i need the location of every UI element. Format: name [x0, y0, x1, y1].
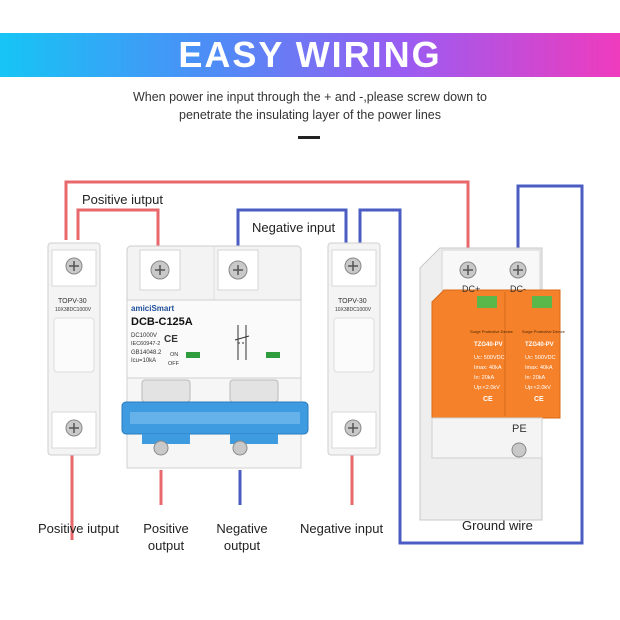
- breaker-brand-b: Smart: [151, 304, 175, 313]
- subtitle-line-1: When power ine input through the + and -…: [132, 90, 488, 104]
- positive-wire-input: [76, 208, 160, 248]
- spd-imax-right: Imax: 40kA: [525, 365, 553, 371]
- fuse-holder-right: [327, 242, 381, 456]
- spd-model-right: TZG40-PV: [525, 342, 554, 348]
- fuse-left-model: TOPV-30: [58, 298, 87, 305]
- label-ground-wire: Ground wire: [462, 518, 533, 533]
- spd-ce-right: CE: [534, 396, 544, 403]
- spd-in-right: In: 20kA: [525, 375, 546, 381]
- fuse-holder-left: [47, 242, 101, 456]
- breaker-ce-mark: CE: [164, 334, 178, 345]
- fuse-right-model: TOPV-30: [338, 298, 367, 305]
- positive-wire-main: [64, 180, 470, 252]
- spd-terminal-minus: DC-: [510, 284, 526, 294]
- spd-pe-label: PE: [512, 423, 527, 435]
- label-negative-output-line-2: output: [223, 538, 261, 553]
- subtitle-line-2: penetrate the insulating layer of the po…: [179, 108, 441, 122]
- negative-wire-input: [236, 208, 348, 248]
- breaker-spec-3: GB14048.2: [131, 350, 162, 356]
- breaker-brand: amiciSmart: [131, 304, 174, 313]
- spd-ce-left: CE: [483, 396, 493, 403]
- fuse-left-rating: 10X38DC1000V: [55, 307, 92, 313]
- label-positive-output-line-1: Positive: [143, 521, 189, 536]
- label-positive-output: Positive output: [130, 520, 202, 554]
- breaker-spec-1: DC1000V: [131, 333, 158, 339]
- negative-wires: [236, 184, 584, 545]
- label-top-positive: Positive iutput: [82, 192, 163, 207]
- breaker-on-label: ON: [170, 352, 179, 358]
- label-bottom-positive-in: Positive iutput: [38, 521, 119, 536]
- breaker-schematic: [234, 325, 250, 360]
- surge-protector: [419, 247, 561, 521]
- spd-up-left: Up:<2.0kV: [474, 385, 500, 391]
- spd-imax-left: Imax: 40kA: [474, 365, 502, 371]
- breaker-spec-2: IEC60947-2: [131, 341, 161, 347]
- fuse-right-rating: 10X38DC1000V: [335, 307, 372, 313]
- label-positive-output-line-2: output: [147, 538, 185, 553]
- spd-terminal-plus: DC+: [462, 284, 481, 294]
- spd-up-right: Up:<2.0kV: [525, 385, 551, 391]
- spd-uc-right: Uc: 500VDC: [525, 355, 556, 361]
- label-negative-output: Negative output: [206, 520, 278, 554]
- spd-header-right: Surge Protective Device: [522, 329, 565, 334]
- spd-in-left: In: 20kA: [474, 375, 495, 381]
- divider: [298, 136, 320, 139]
- page-title: EASY WIRING: [178, 34, 442, 75]
- spd-uc-left: Uc: 500VDC: [474, 355, 505, 361]
- spd-model-left: TZG40-PV: [474, 342, 503, 348]
- breaker-off-label: OFF: [168, 361, 179, 367]
- negative-wire-main: [358, 184, 584, 545]
- label-top-negative: Negative input: [252, 220, 336, 235]
- breaker-model: DCB-C125A: [131, 316, 193, 328]
- spd-header-left: Surge Protective Device: [470, 329, 513, 334]
- breaker-brand-a: amici: [131, 304, 152, 313]
- breaker-spec-4: Icu=10kA: [131, 358, 157, 364]
- subtitle: When power ine input through the + and -…: [0, 88, 620, 124]
- label-bottom-negative-in: Negative input: [300, 521, 384, 536]
- positive-wires: [64, 180, 470, 540]
- circuit-breaker: [121, 245, 309, 469]
- title-banner: EASY WIRING: [0, 33, 620, 77]
- label-negative-output-line-1: Negative: [216, 521, 268, 536]
